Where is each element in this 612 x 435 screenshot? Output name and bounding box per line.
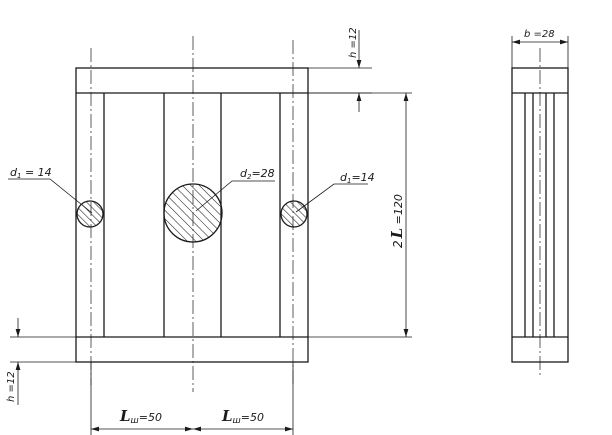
- side-view: [511, 36, 569, 378]
- circle-d1-left: [76, 200, 104, 228]
- label-2L: 2L =120: [388, 194, 406, 248]
- dimension-2L: [308, 92, 412, 338]
- label-Lsh-right: Lш=50: [221, 407, 264, 426]
- dimension-b: [511, 36, 569, 68]
- label-d1-left: d1 = 14: [10, 166, 52, 180]
- dimension-Lsh: [90, 362, 294, 435]
- label-b: b =28: [524, 29, 555, 40]
- label-h-bottom: h =12: [6, 371, 17, 402]
- leader-d1-left: [8, 178, 93, 214]
- dimension-h-bottom: [10, 318, 76, 405]
- label-Lsh-left: Lш=50: [119, 407, 162, 426]
- label-d2: d2=28: [240, 167, 275, 181]
- dimension-h-top: [308, 30, 372, 112]
- front-view: [8, 30, 412, 435]
- label-d1-right: d1=14: [340, 171, 375, 185]
- outer-frame: [75, 67, 309, 363]
- label-h-top: h =12: [348, 27, 359, 58]
- leader-d2: [195, 180, 275, 212]
- leader-d1-right: [295, 183, 368, 213]
- circle-d1-right: [280, 200, 308, 228]
